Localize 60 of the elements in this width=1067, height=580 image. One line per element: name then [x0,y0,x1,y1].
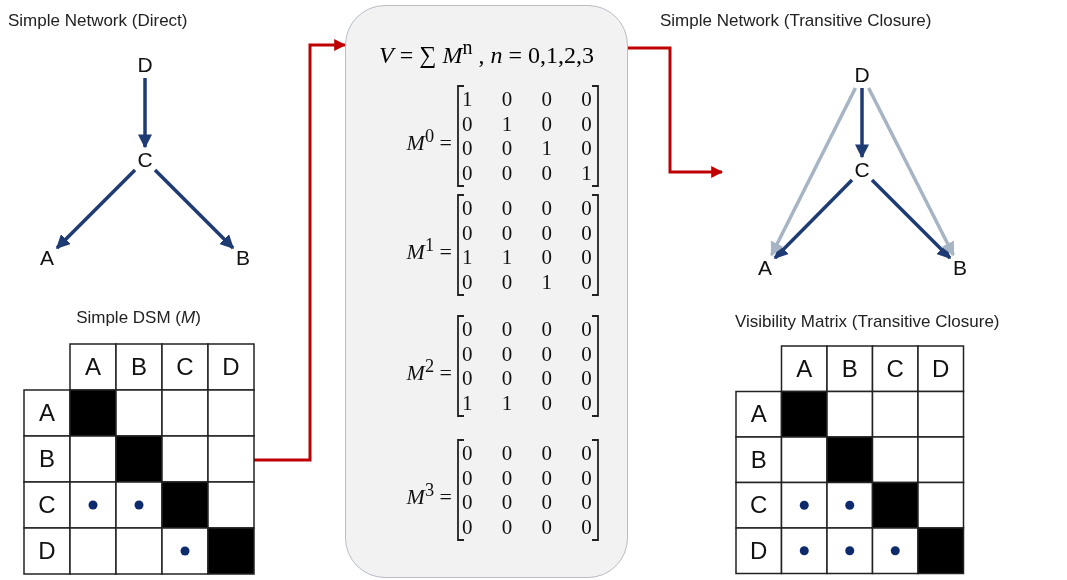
arrow [855,88,869,159]
matrix-row-text: 1 0 0 0 [462,87,593,111]
arrow [870,178,952,260]
header-cell-text: D [221,352,241,382]
matrix-row-text: 0 0 0 0 [462,220,593,245]
matrix-row-text: 0 0 0 1 [462,160,593,185]
header-cell-text: A [749,399,768,430]
matrix-row-text: 0 0 0 0 [462,196,593,220]
arrow [773,178,854,260]
formula-panel [345,5,628,578]
matrix-row-text: 0 0 0 0 [462,341,593,366]
header-cell-text: C [37,490,57,520]
matrix-row-text: 0 0 0 0 [462,514,593,539]
matrix-row-text: 0 0 1 0 [462,269,593,294]
matrix-row-text: 0 0 1 0 [462,136,593,160]
header-cell-text: B [840,353,859,384]
table-title: Visibility Matrix (Transitive Closure) [735,312,1001,332]
node-label: D [135,52,155,78]
matrix-row-text: 0 0 0 0 [462,441,593,465]
header-cell-text: A [795,353,814,384]
matrix-label: M$^{2}$ = [405,355,452,381]
arrow [153,168,235,250]
header-cell-text: D [931,353,951,384]
node-label: A [37,245,57,271]
node-label: B [233,245,253,271]
matrix-row-text: 0 0 0 0 [462,317,593,341]
arrow [769,87,858,257]
matrix-label: M$^{1}$ = [405,234,452,260]
arrow [254,39,347,462]
section-title: Simple Network (Transitive Closure) [660,10,933,32]
header-cell-text: B [749,444,768,475]
node-label: A [755,255,775,281]
header-cell-text: A [38,398,56,428]
header-cell-text: C [885,353,905,384]
header-cell-text: C [175,352,195,382]
arrow [138,78,152,149]
arrow [628,46,724,178]
arrow [867,87,955,257]
node-label: D [852,62,872,88]
matrix-row-text: 0 1 0 0 [462,111,593,136]
matrix-row-text: 0 0 0 0 [462,490,593,514]
arrow [55,168,137,250]
header-cell-text: D [37,536,57,566]
header-cell-text: B [130,352,148,382]
matrix-row-text: 1 1 0 0 [462,390,593,415]
node-label: C [852,157,872,183]
header-cell-text: A [84,352,102,382]
node-label: C [135,147,155,173]
formula: V = ∑ M$^{n}$ , n = 0,1,2,3 [378,35,595,70]
table-title: Simple DSM (M) [75,308,202,328]
matrix-label: M$^{0}$ = [405,125,452,151]
header-cell-text: D [749,535,769,566]
header-cell-text: B [38,444,56,474]
matrix-label: M$^{3}$ = [405,479,452,505]
matrix-row-text: 0 0 0 0 [462,465,593,490]
header-cell-text: C [749,490,769,521]
section-title: Simple Network (Direct) [8,10,189,32]
matrix-row-text: 1 1 0 0 [462,245,593,269]
matrix-row-text: 0 0 0 0 [462,366,593,390]
node-label: B [950,255,970,281]
